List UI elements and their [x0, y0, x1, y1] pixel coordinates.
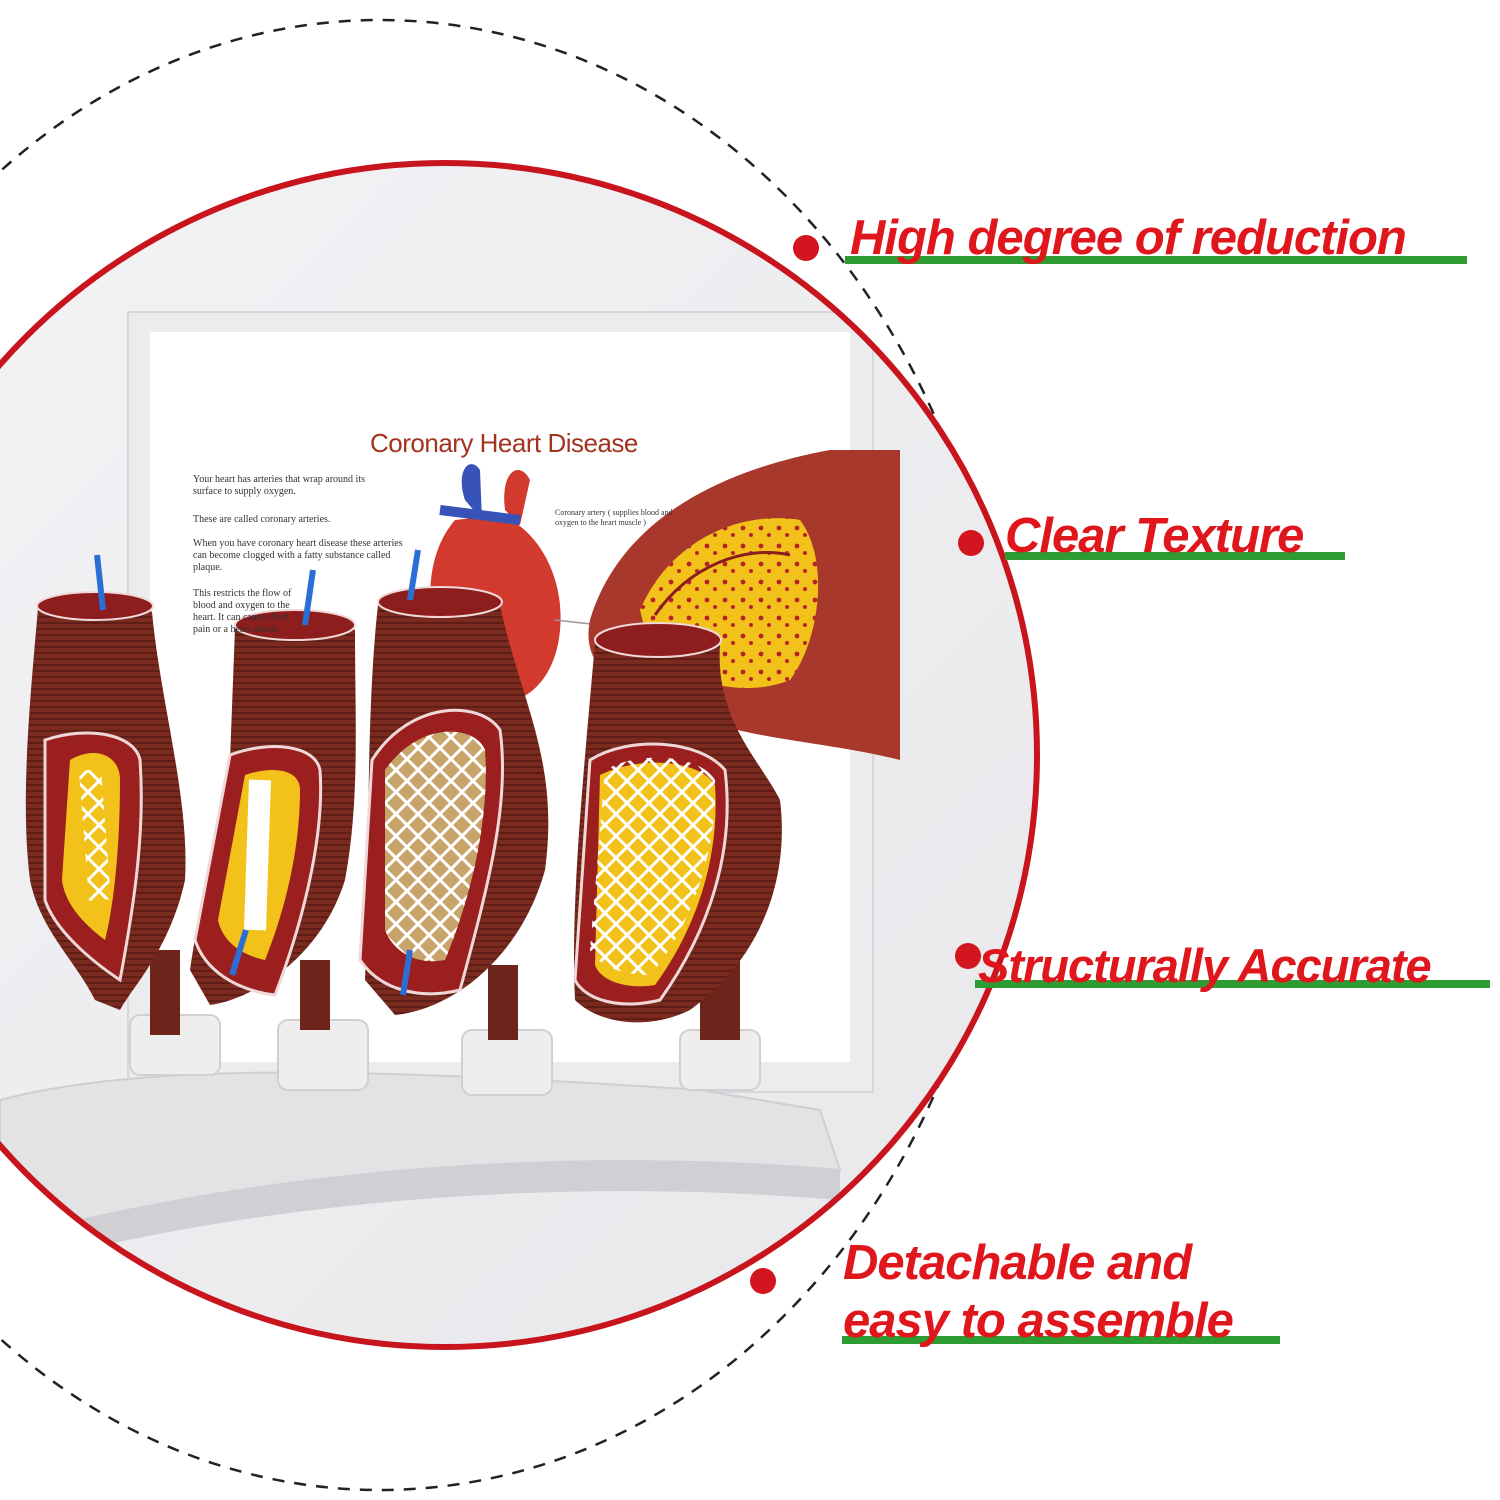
feature-bullet-1 [793, 235, 819, 261]
feature-text-2: Clear Texture [1005, 509, 1304, 563]
feature-text-4-line-2: easy to assemble [843, 1294, 1234, 1348]
artery-model-3 [358, 549, 549, 1015]
poster-title: Coronary Heart Disease [370, 428, 638, 458]
photo-circle [0, 163, 1037, 1347]
feature-bullet-4 [750, 1268, 776, 1294]
poster-paragraph-2: These are called coronary arteries. [193, 514, 331, 525]
poster-paragraph-4: This restricts the flow of blood and oxy… [193, 588, 292, 635]
feature-bullet-3 [955, 943, 981, 969]
feature-text-3: Structurally Accurate [978, 939, 1432, 992]
feature-text-1: High degree of reduction [850, 211, 1407, 265]
poster-paragraph-1: Your heart has arteries that wrap around… [193, 474, 365, 497]
artery-model-2 [190, 569, 356, 1005]
feature-underline-3 [975, 980, 1490, 988]
artery-model-4 [573, 622, 782, 1023]
feature-bullet-2 [958, 530, 984, 556]
artery-model-1 [25, 554, 186, 1010]
feature-underline-4 [842, 1336, 1280, 1344]
feature-text-4-line-1: Detachable and [843, 1236, 1192, 1290]
feature-underline-2 [1005, 552, 1345, 560]
poster-paragraph-3: When you have coronary heart disease the… [193, 538, 403, 573]
poster-artery-label: Coronary artery ( supplies blood and oxy… [555, 508, 673, 527]
feature-underline-1 [845, 256, 1467, 264]
photo-circle-border [0, 160, 1040, 1350]
